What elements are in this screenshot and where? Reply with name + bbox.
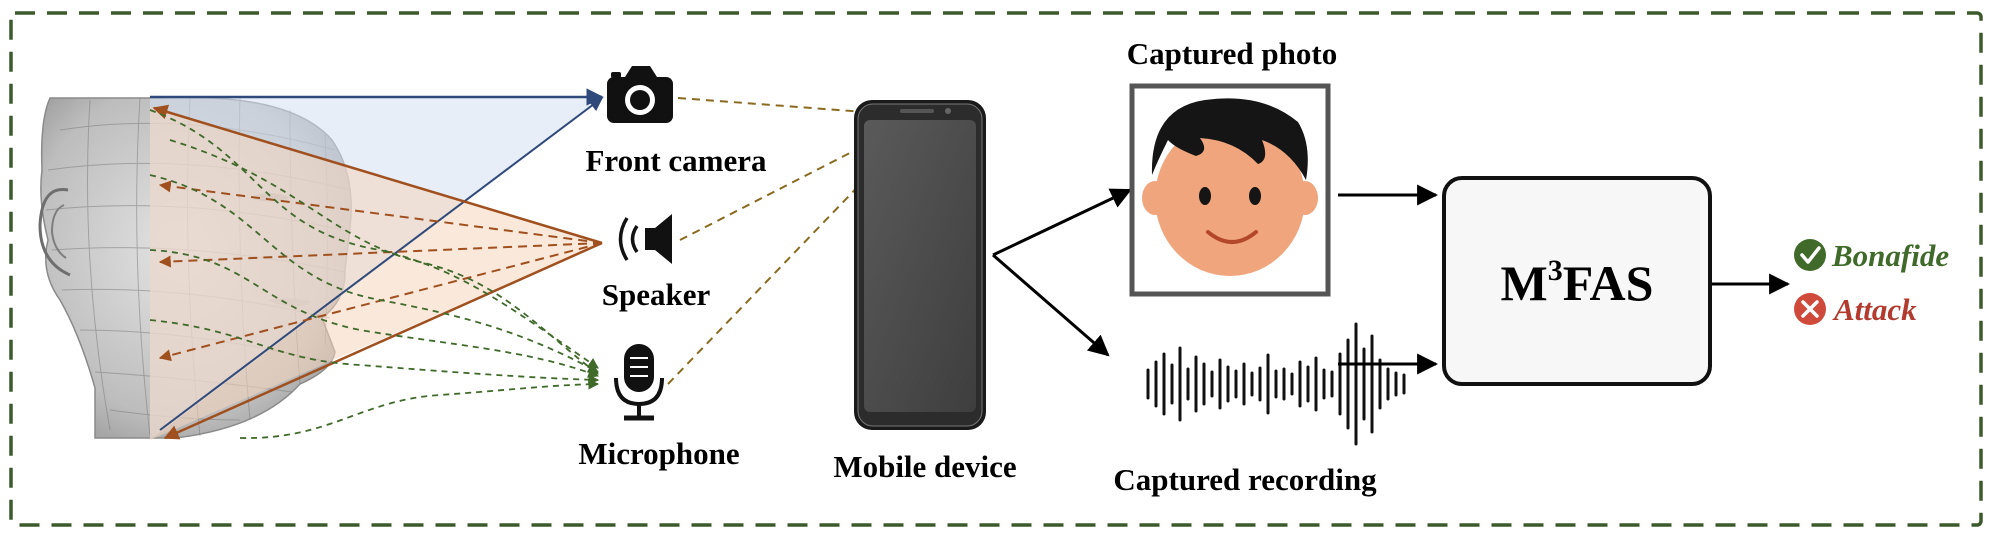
captured-recording-label: Captured recording: [1113, 462, 1377, 497]
echo-path-5: [239, 378, 600, 439]
attack-label: Attack: [1832, 292, 1917, 327]
cartoon-face-icon: [1142, 98, 1318, 276]
microphone-label: Microphone: [578, 436, 739, 471]
smartphone-icon: [854, 100, 986, 430]
speaker-icon: [618, 214, 672, 264]
camera-ray-bottom: [159, 97, 604, 431]
bonafide-label: Bonafide: [1831, 238, 1949, 273]
cross-icon: [1794, 293, 1826, 325]
mobile-device-label: Mobile device: [833, 449, 1016, 484]
captured-photo-label: Captured photo: [1127, 36, 1337, 71]
echo-path-2: [149, 174, 599, 373]
phone-to-photo-arrow: [992, 188, 1132, 257]
speaker-ray-bottom: [163, 241, 603, 440]
waveform-icon: [1146, 322, 1406, 446]
echo-path-3: [149, 249, 600, 378]
m3fas-model-label: M3FAS: [1501, 254, 1654, 311]
check-icon: [1794, 239, 1826, 271]
speaker-signal-area: [150, 107, 602, 440]
microphone-device-link: [667, 117, 925, 385]
m3fas-model-box: [1442, 176, 1712, 386]
camera-icon: [607, 66, 673, 123]
speaker-dashed-ray-2: [158, 242, 603, 268]
outer-border: [9, 11, 1983, 527]
echo-path-6: [169, 139, 599, 375]
speaker-ray-top: [152, 104, 603, 245]
echo-path-4: [149, 319, 600, 386]
front-camera-label: Front camera: [585, 143, 767, 178]
echo-path-1: [149, 109, 599, 369]
microphone-icon: [614, 344, 664, 421]
speaker-label: Speaker: [602, 277, 711, 312]
phone-to-recording-arrow: [992, 253, 1110, 357]
